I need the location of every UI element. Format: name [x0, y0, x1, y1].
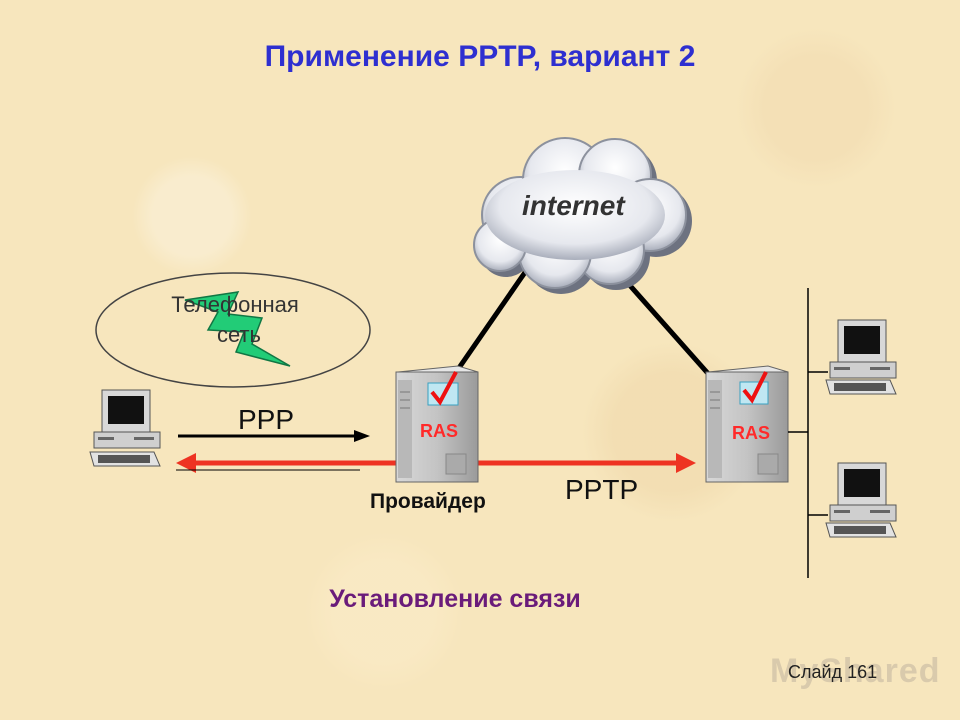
link-cloud-ras — [616, 270, 714, 380]
slide-caption: Установление связи — [329, 585, 581, 613]
ppp-arrow — [178, 430, 370, 442]
link-cloud-provider — [449, 266, 531, 380]
ras-label-remote: RAS — [732, 423, 771, 443]
internet-cloud-icon — [473, 137, 692, 294]
provider-server-icon — [395, 365, 479, 483]
pptp-label: PPTP — [565, 474, 639, 505]
remote-server-icon — [705, 365, 789, 483]
client-computer-icon — [89, 389, 161, 467]
phone-network-label: Телефонная сеть — [150, 290, 320, 350]
lan-computer-2-icon — [825, 462, 897, 538]
phone-network-label-line2: сеть — [216, 322, 262, 347]
slide-title: Применение PPTP, вариант 2 — [264, 40, 696, 73]
ras-label-provider: RAS — [420, 421, 459, 441]
provider-label: Провайдер — [370, 490, 486, 513]
internet-label: internet — [522, 190, 625, 221]
ppp-label: PPP — [238, 404, 295, 435]
phone-network-label-line1: Телефонная — [171, 292, 299, 317]
slide-number: Слайд 161 — [788, 662, 878, 682]
lan-computer-1-icon — [825, 319, 897, 395]
watermark: MyShared — [770, 652, 941, 690]
lightning-icon — [184, 291, 291, 367]
phone-network-ellipse — [95, 272, 371, 388]
